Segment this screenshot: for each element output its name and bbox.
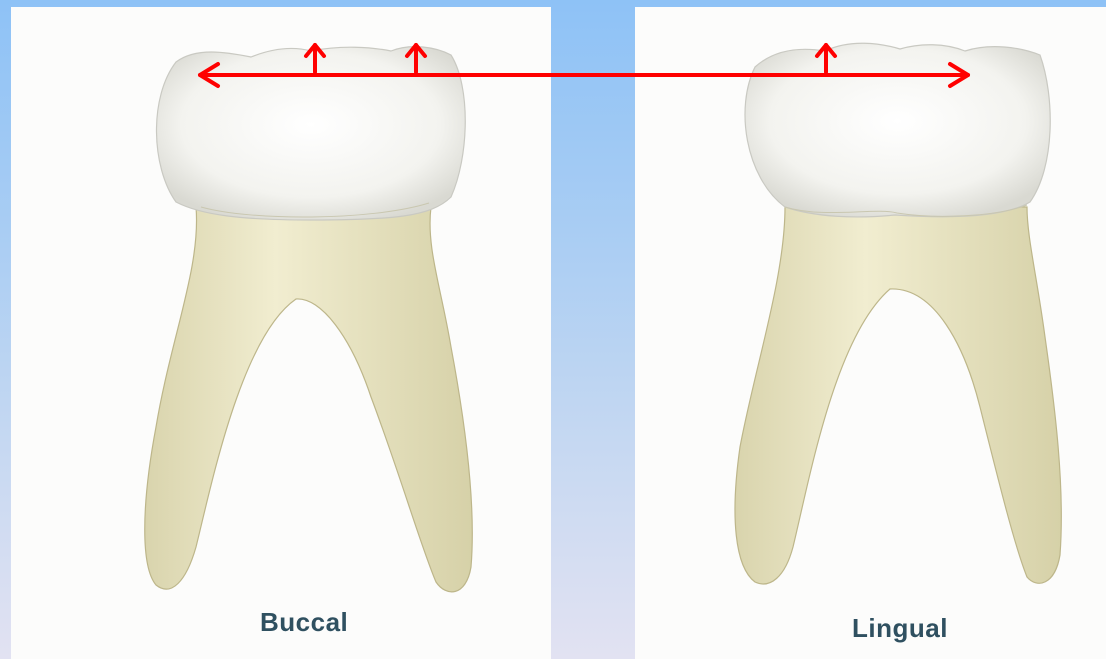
- lingual-view-panel: Lingual: [635, 7, 1106, 659]
- buccal-crown: [156, 47, 465, 220]
- lingual-root: [735, 207, 1061, 584]
- lingual-label: Lingual: [852, 613, 948, 644]
- buccal-root: [145, 207, 473, 592]
- lingual-tooth-illustration: [635, 7, 1106, 659]
- buccal-view-panel: Buccal: [11, 7, 551, 659]
- lingual-crown: [745, 43, 1050, 217]
- buccal-tooth-illustration: [11, 7, 551, 659]
- buccal-label: Buccal: [260, 607, 348, 638]
